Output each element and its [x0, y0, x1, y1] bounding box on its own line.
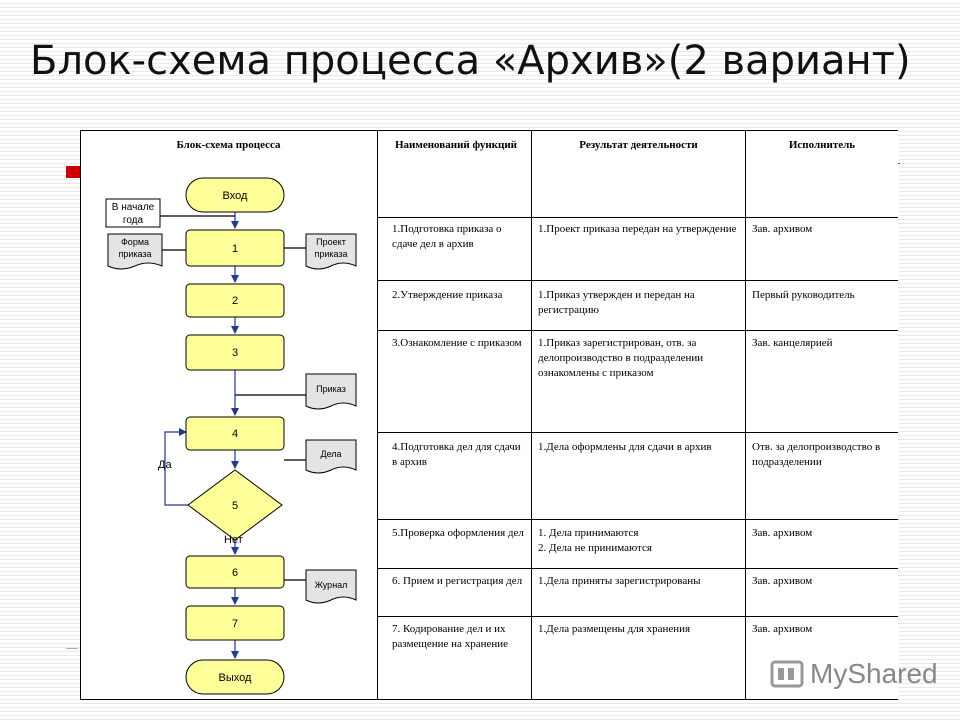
- row-6-function: 6. Прием и регистрация дел: [392, 575, 523, 587]
- divider-left: [66, 648, 78, 649]
- table-grid: [80, 130, 898, 700]
- doc-order-label: Приказ: [316, 384, 346, 394]
- block-3-label: 3: [232, 347, 238, 359]
- row-1-function: 1.Подготовка приказа о сдаче дел в архив: [392, 223, 502, 250]
- note-box: [105, 198, 161, 228]
- doc-draft-line-2: приказа: [314, 249, 347, 259]
- header-executor: Исполнитель: [788, 139, 856, 151]
- row-4-result: 1.Дела оформлены для сдачи в архив: [538, 441, 712, 453]
- header-functions: Наименований функций: [394, 139, 518, 151]
- page-title: Блок-схема процесса «Архив»(2 вариант): [30, 38, 911, 84]
- row-1-executor: Зав. архивом: [752, 223, 813, 235]
- logo-icon: [770, 660, 804, 688]
- process-block-4: [185, 416, 285, 451]
- process-block-3: [185, 334, 285, 371]
- end-label: Выход: [219, 672, 252, 684]
- process-block-2: [185, 283, 285, 318]
- note-line-2: года: [123, 215, 144, 226]
- doc-form-shape: [107, 233, 163, 270]
- note-line-1: В начале: [112, 202, 155, 213]
- yes-label: Да: [158, 459, 172, 471]
- block-6-label: 6: [232, 567, 238, 579]
- doc-form-line-1: Форма: [121, 237, 149, 247]
- row-1-result: 1.Проект приказа передан на утверждение: [538, 223, 737, 235]
- process-block-6: [185, 555, 285, 589]
- row-3-result: 1.Приказ зарегистрирован, отв. за делопр…: [538, 337, 704, 379]
- block-4-label: 4: [232, 428, 238, 440]
- block-7-label: 7: [232, 618, 238, 630]
- process-block-1: [185, 229, 285, 267]
- row-5-result: 1. Дела принимаются 2. Дела не принимают…: [538, 527, 652, 554]
- start-label: Вход: [223, 190, 248, 202]
- row-7-executor: Зав. архивом: [752, 623, 813, 635]
- row-6-executor: Зав. архивом: [752, 575, 813, 587]
- header-result: Результат деятельности: [579, 139, 698, 151]
- row-2-function: 2.Утверждение приказа: [392, 289, 503, 301]
- process-table: Блок-схема процесса Наименований функций…: [80, 130, 898, 700]
- doc-cases-label: Дела: [320, 449, 341, 459]
- end-terminal: [185, 659, 285, 695]
- no-label: Нет: [224, 534, 243, 546]
- block-1-label: 1: [232, 243, 238, 255]
- doc-draft-shape: [305, 233, 357, 270]
- logo-text: MyShared: [810, 658, 938, 689]
- doc-journal-label: Журнал: [315, 580, 348, 590]
- flowchart: Вход В начале года 1 2 3 4 5 6 7 Выход Д…: [105, 177, 357, 695]
- header-flowchart: Блок-схема процесса: [176, 139, 281, 151]
- row-5-executor: Зав. архивом: [752, 527, 813, 539]
- row-2-executor: Первый руководитель: [752, 289, 855, 301]
- process-block-7: [185, 605, 285, 641]
- row-2-result: 1.Приказ утвержден и передан на регистра…: [538, 289, 695, 316]
- row-7-result: 1.Дела размещены для хранения: [538, 623, 691, 635]
- bullet-marker: [66, 166, 80, 178]
- decision-block-5: [187, 469, 283, 541]
- connector-yes-loop: [164, 428, 188, 506]
- row-4-executor: Отв. за делопроизводство в подразделении: [752, 441, 881, 468]
- doc-order-shape: [305, 373, 357, 410]
- doc-draft-line-1: Проект: [316, 237, 346, 247]
- watermark-logo: MyShared: [768, 654, 938, 694]
- doc-cases-shape: [305, 439, 357, 474]
- doc-form-line-2: приказа: [118, 249, 151, 259]
- row-3-function: 3.Ознакомление с приказом: [392, 337, 522, 349]
- doc-journal-shape: [305, 569, 357, 604]
- row-4-function: 4.Подготовка дел для сдачи в архив: [392, 441, 521, 468]
- block-2-label: 2: [232, 295, 238, 307]
- row-5-function: 5.Проверка оформления дел: [392, 527, 524, 539]
- row-7-function: 7. Кодирование дел и их размещение на хр…: [392, 623, 508, 650]
- row-3-executor: Зав. канцелярией: [752, 337, 833, 349]
- block-5-label: 5: [232, 500, 238, 512]
- row-6-result: 1.Дела приняты зарегистрированы: [538, 575, 701, 587]
- start-terminal: [185, 177, 285, 213]
